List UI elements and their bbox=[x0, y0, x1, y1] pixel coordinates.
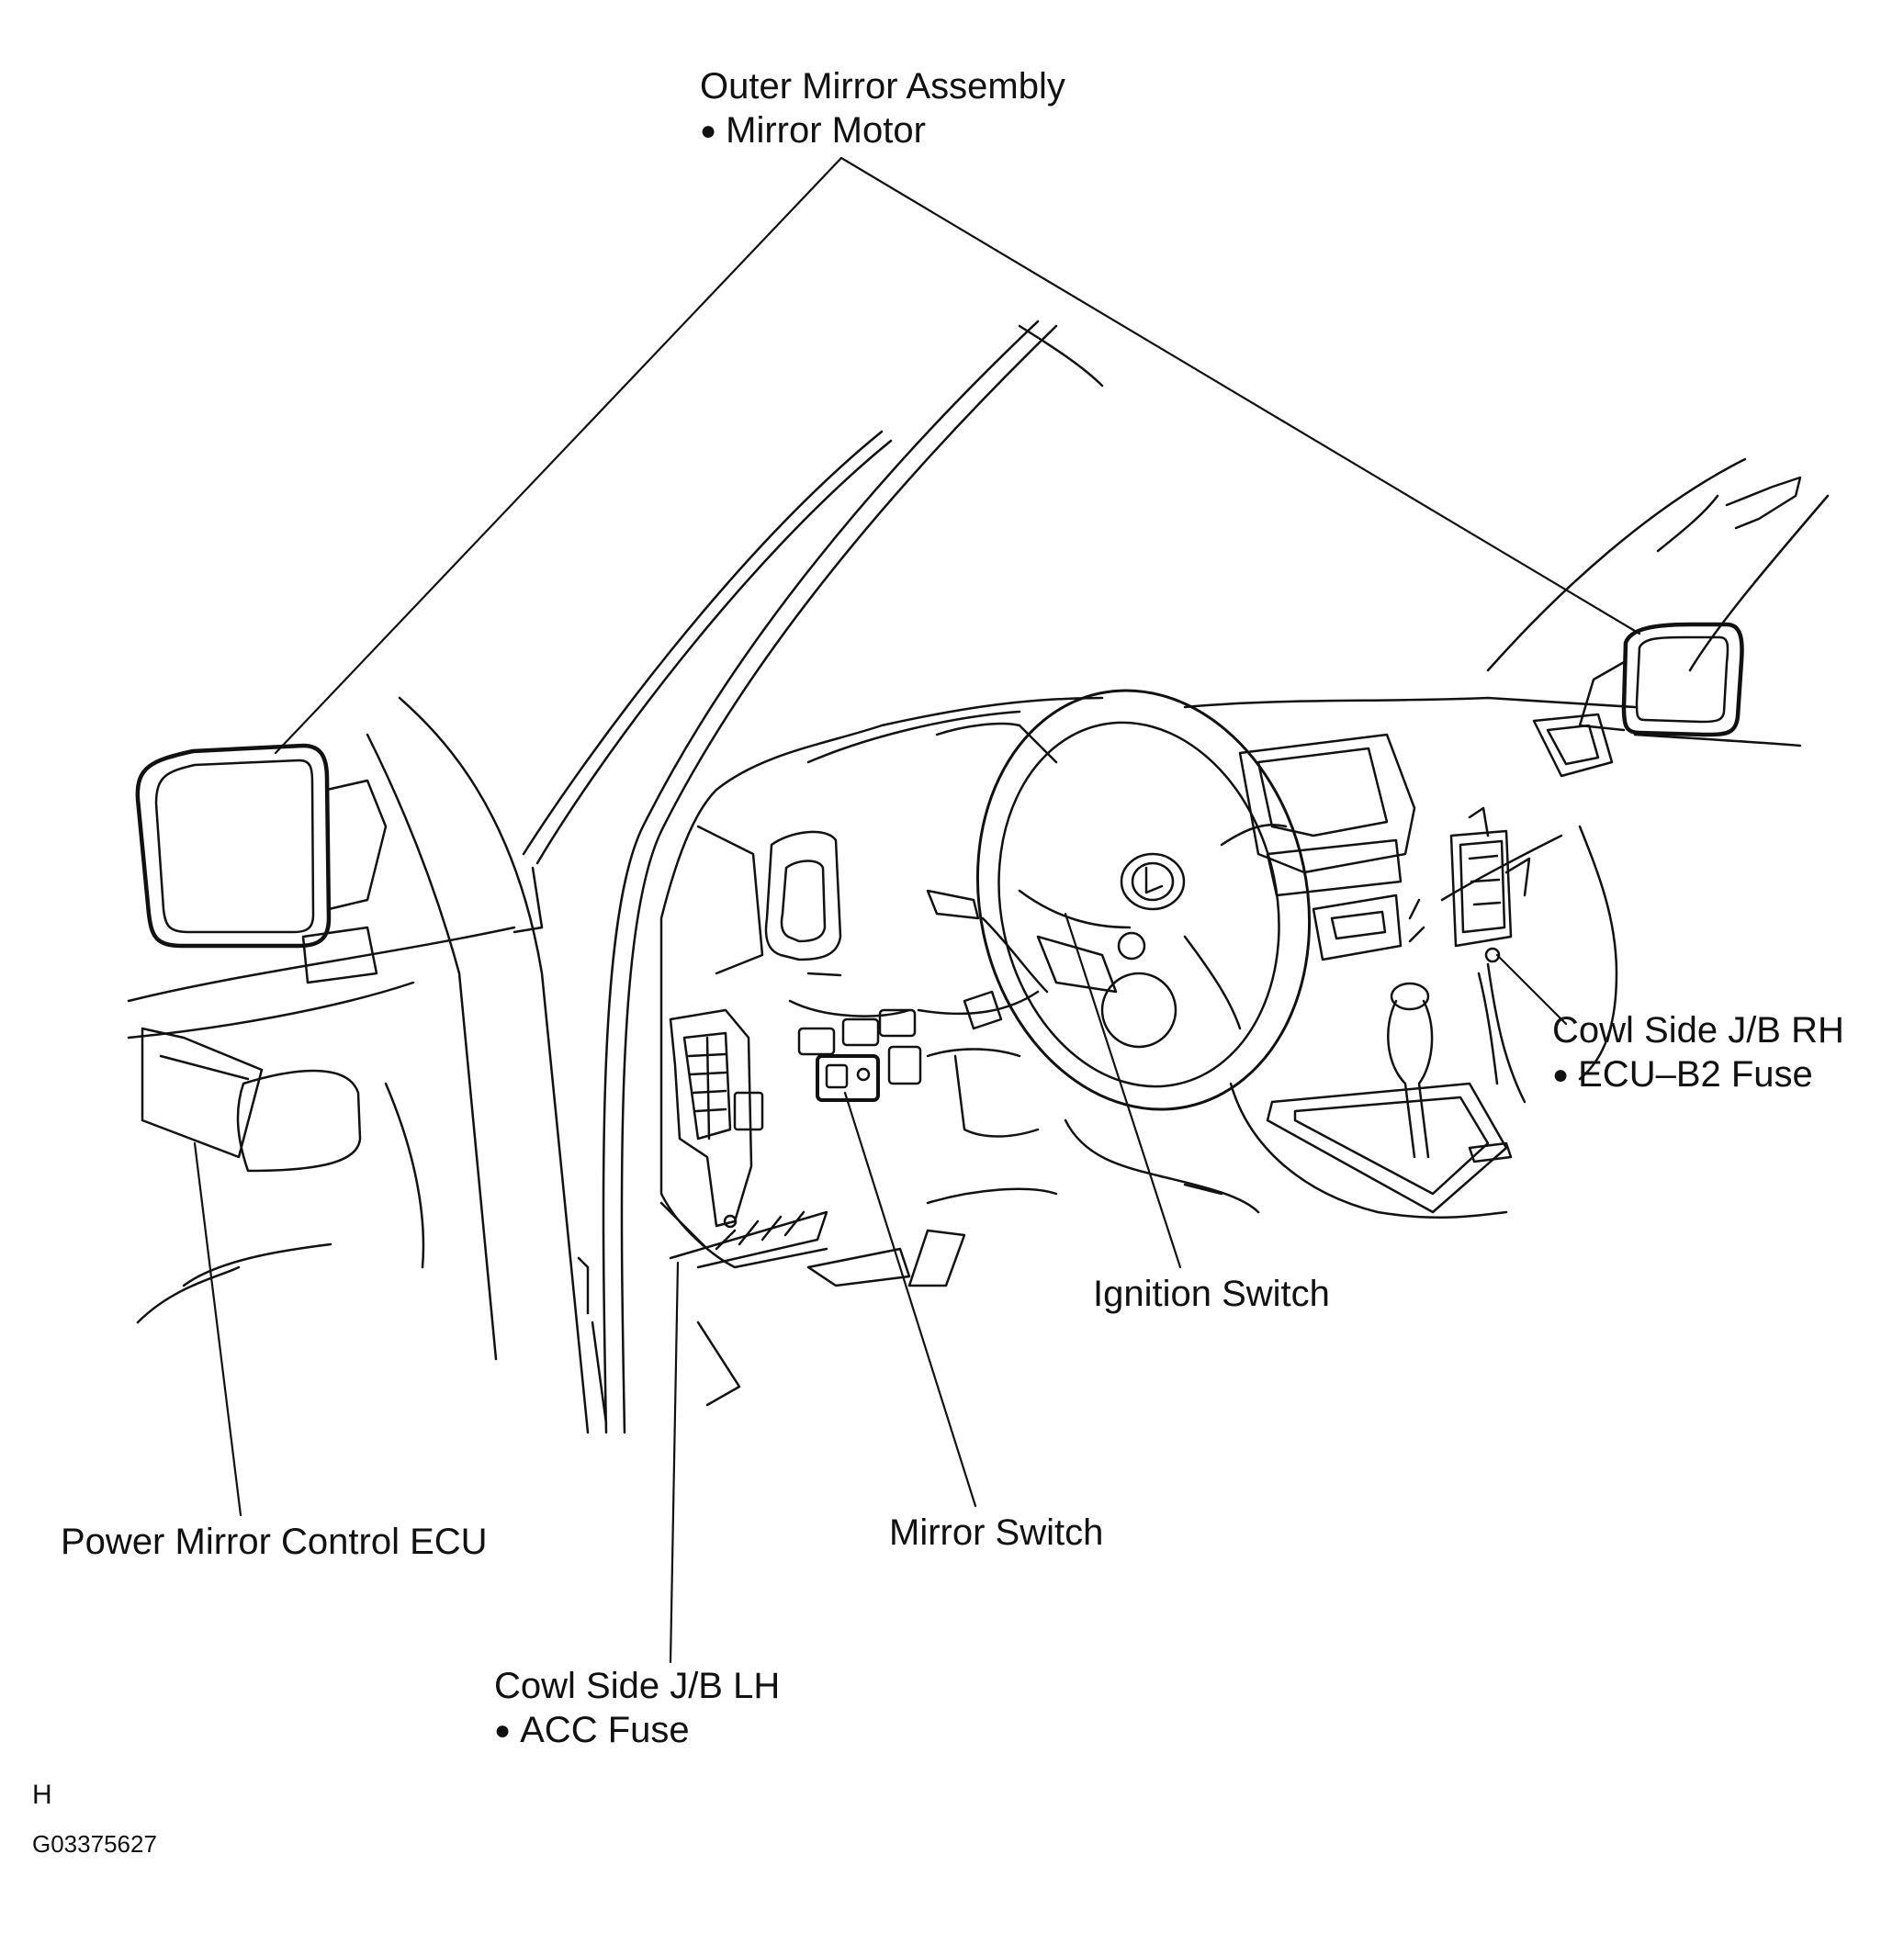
steering-wheel bbox=[975, 689, 1312, 1111]
cowl-rh-title: Cowl Side J/B RH bbox=[1552, 1010, 1844, 1051]
label-outer-mirror-assembly: Outer Mirror Assembly Mirror Motor bbox=[700, 64, 1065, 153]
dashboard bbox=[659, 696, 1802, 1269]
label-cowl-side-jb-rh: Cowl Side J/B RH ECU–B2 Fuse bbox=[1552, 1008, 1844, 1097]
a-pillar bbox=[366, 320, 1058, 1434]
label-ignition-switch: Ignition Switch bbox=[1093, 1274, 1330, 1314]
figure-id: G03375627 bbox=[32, 1830, 157, 1858]
leader-cowl-lh bbox=[669, 1261, 680, 1664]
floor-lines bbox=[591, 1321, 741, 1425]
cowl-lh-title: Cowl Side J/B LH bbox=[494, 1666, 781, 1706]
outer-mirror-title: Outer Mirror Assembly bbox=[700, 66, 1065, 107]
label-mirror-switch: Mirror Switch bbox=[889, 1512, 1104, 1553]
label-power-mirror-control-ecu: Power Mirror Control ECU bbox=[61, 1522, 488, 1562]
lower-dash-panel bbox=[669, 1054, 1260, 1287]
right-air-vent bbox=[1532, 713, 1614, 778]
leader-outer-mirror-left bbox=[274, 156, 843, 755]
windshield-frame bbox=[1018, 324, 1830, 672]
leader-power-mirror-ecu bbox=[193, 1141, 242, 1517]
switch-panel bbox=[797, 1008, 922, 1102]
cowl-lh-sub: ACC Fuse bbox=[494, 1708, 780, 1753]
left-door-panel bbox=[127, 926, 516, 1324]
center-stack bbox=[1238, 733, 1425, 961]
cowl-side-jb-lh bbox=[669, 1008, 764, 1229]
leader-ignition-switch bbox=[1064, 912, 1182, 1269]
leader-lines bbox=[193, 156, 1641, 1664]
ignition-area bbox=[926, 889, 1146, 1030]
leader-outer-mirror-right bbox=[839, 156, 1641, 635]
shift-console bbox=[1229, 982, 1513, 1219]
cowl-rh-sub: ECU–B2 Fuse bbox=[1552, 1052, 1844, 1097]
leader-mirror-switch bbox=[843, 1091, 977, 1508]
section-letter: H bbox=[32, 1780, 52, 1810]
leader-cowl-rh bbox=[1495, 953, 1568, 1026]
outer-mirror-sub: Mirror Motor bbox=[700, 108, 1065, 153]
left-outer-mirror bbox=[135, 743, 388, 949]
right-outer-mirror bbox=[1578, 622, 1744, 737]
left-air-vent bbox=[764, 830, 842, 977]
label-cowl-side-jb-lh: Cowl Side J/B LH ACC Fuse bbox=[494, 1664, 780, 1753]
cowl-side-jb-rh bbox=[1449, 806, 1531, 1085]
